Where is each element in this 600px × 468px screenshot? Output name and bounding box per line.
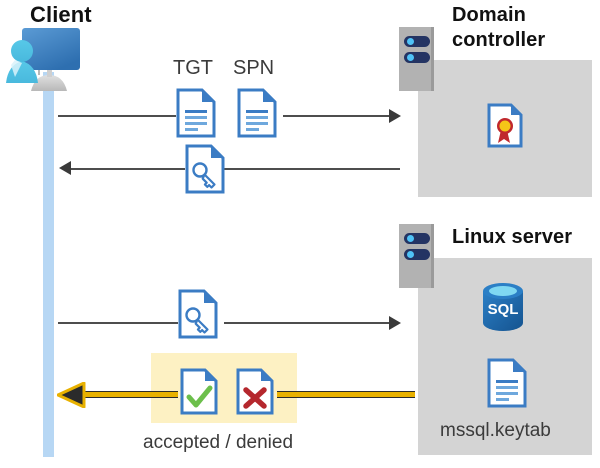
document-certificate-icon (487, 103, 523, 148)
keytab-filename-label: mssql.keytab (440, 420, 551, 441)
document-check-icon (180, 368, 218, 415)
server-rack-icon (399, 27, 434, 91)
gold-flow-line-a (84, 391, 178, 398)
spn-label: SPN (233, 57, 275, 79)
flow-line-1a (58, 115, 176, 117)
document-x-icon (236, 368, 274, 415)
server-rack-icon (399, 224, 434, 288)
domain-controller-title: Domain controller (452, 4, 546, 51)
svg-text:SQL: SQL (488, 301, 519, 318)
gold-flow-line-b (277, 391, 415, 398)
flow-line-2a (71, 168, 185, 170)
flow-line-3b (224, 322, 389, 324)
arrowhead-right-3 (389, 316, 401, 330)
arrowhead-right-1 (389, 109, 401, 123)
flow-line-1b (283, 115, 389, 117)
document-icon (487, 358, 527, 408)
verdict-caption: accepted / denied (143, 432, 294, 453)
arrowhead-left-2 (59, 161, 71, 175)
document-key-icon (185, 144, 225, 194)
client-lifeline (43, 72, 54, 457)
flow-line-2b (224, 168, 400, 170)
document-key-icon (178, 289, 218, 339)
client-workstation-icon (6, 28, 80, 91)
document-icon (176, 88, 216, 138)
arrowhead-left-gold (57, 382, 86, 408)
verdict-highlight-box (151, 353, 297, 423)
flow-line-3a (58, 322, 178, 324)
client-title: Client (30, 2, 92, 27)
sql-database-icon: SQL (483, 283, 523, 331)
tgt-label: TGT (173, 57, 213, 79)
linux-server-title: Linux server (452, 226, 573, 248)
document-icon (237, 88, 277, 138)
